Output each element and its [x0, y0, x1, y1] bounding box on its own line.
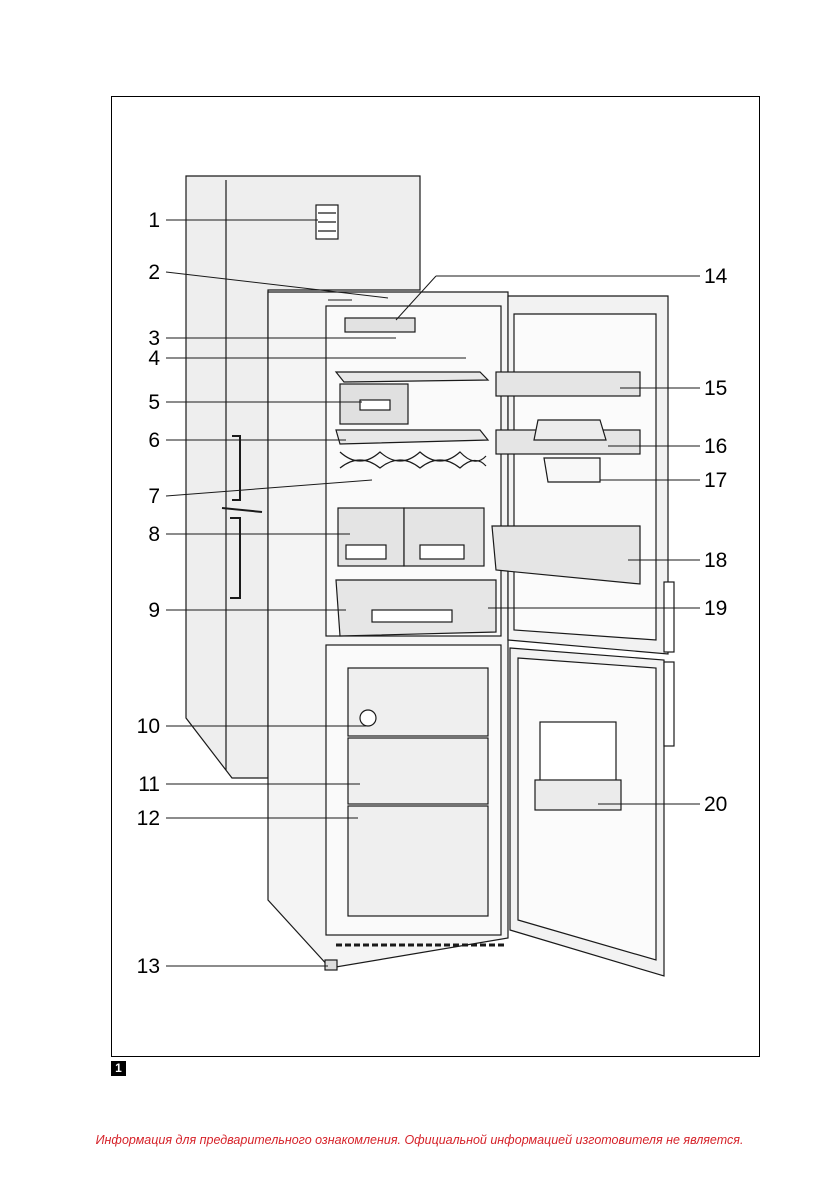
callout-11: 11: [130, 774, 160, 795]
callout-7: 7: [130, 486, 160, 507]
callout-4: 4: [130, 348, 160, 369]
callout-20: 20: [704, 794, 727, 815]
footer-disclaimer: Информация для предварительного ознакомл…: [0, 1133, 839, 1147]
callout-12: 12: [130, 808, 160, 829]
callout-1: 1: [130, 210, 160, 231]
callout-3: 3: [130, 328, 160, 349]
callout-17: 17: [704, 470, 727, 491]
callout-2: 2: [130, 262, 160, 283]
open-freezer-door: [510, 648, 674, 976]
callout-19: 19: [704, 598, 727, 619]
open-fridge-door: [492, 296, 674, 654]
callout-8: 8: [130, 524, 160, 545]
callout-6: 6: [130, 430, 160, 451]
callout-5: 5: [130, 392, 160, 413]
callout-16: 16: [704, 436, 727, 457]
callout-15: 15: [704, 378, 727, 399]
callout-9: 9: [130, 600, 160, 621]
open-fridge-cabinet: [268, 292, 508, 970]
callout-13: 13: [130, 956, 160, 977]
callout-14: 14: [704, 266, 727, 287]
callout-10: 10: [130, 716, 160, 737]
figure-number-badge: 1: [111, 1061, 126, 1076]
callout-18: 18: [704, 550, 727, 571]
